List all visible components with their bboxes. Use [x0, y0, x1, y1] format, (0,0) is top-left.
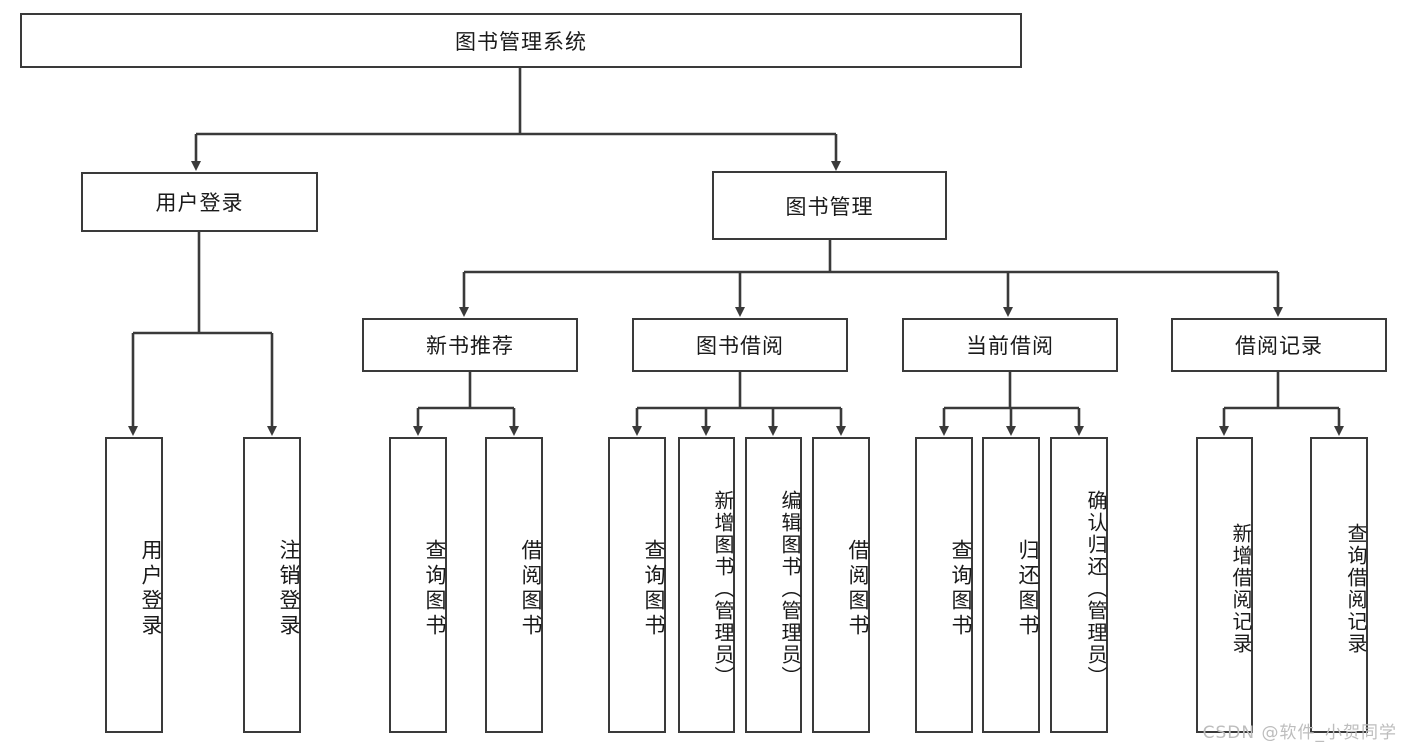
leaf-edit-book[interactable]: 编辑图书（管理员）	[745, 437, 802, 733]
leaf-add-book[interactable]: 新增图书（管理员）	[678, 437, 735, 733]
leaf-confirm-return[interactable]: 确认归还（管理员）	[1050, 437, 1108, 733]
node-book-management-system[interactable]: 图书管理系统	[20, 13, 1022, 68]
leaf-query-book-2[interactable]: 查询图书	[608, 437, 666, 733]
leaf-query-book-1[interactable]: 查询图书	[389, 437, 447, 733]
leaf-logout[interactable]: 注销登录	[243, 437, 301, 733]
leaf-borrow-book-2[interactable]: 借阅图书	[812, 437, 870, 733]
leaf-user-login[interactable]: 用户登录	[105, 437, 163, 733]
leaf-query-book-3[interactable]: 查询图书	[915, 437, 973, 733]
leaf-add-record[interactable]: 新增借阅记录	[1196, 437, 1253, 733]
node-current-borrow[interactable]: 当前借阅	[902, 318, 1118, 372]
node-book-management[interactable]: 图书管理	[712, 171, 947, 240]
node-borrow-record[interactable]: 借阅记录	[1171, 318, 1387, 372]
node-user-login[interactable]: 用户登录	[81, 172, 318, 232]
leaf-borrow-book-1[interactable]: 借阅图书	[485, 437, 543, 733]
node-new-book-recommend[interactable]: 新书推荐	[362, 318, 578, 372]
node-book-borrow[interactable]: 图书借阅	[632, 318, 848, 372]
leaf-query-record[interactable]: 查询借阅记录	[1310, 437, 1368, 733]
csdn-watermark: CSDN @软件_小贺同学	[1202, 723, 1397, 743]
leaf-return-book[interactable]: 归还图书	[982, 437, 1040, 733]
